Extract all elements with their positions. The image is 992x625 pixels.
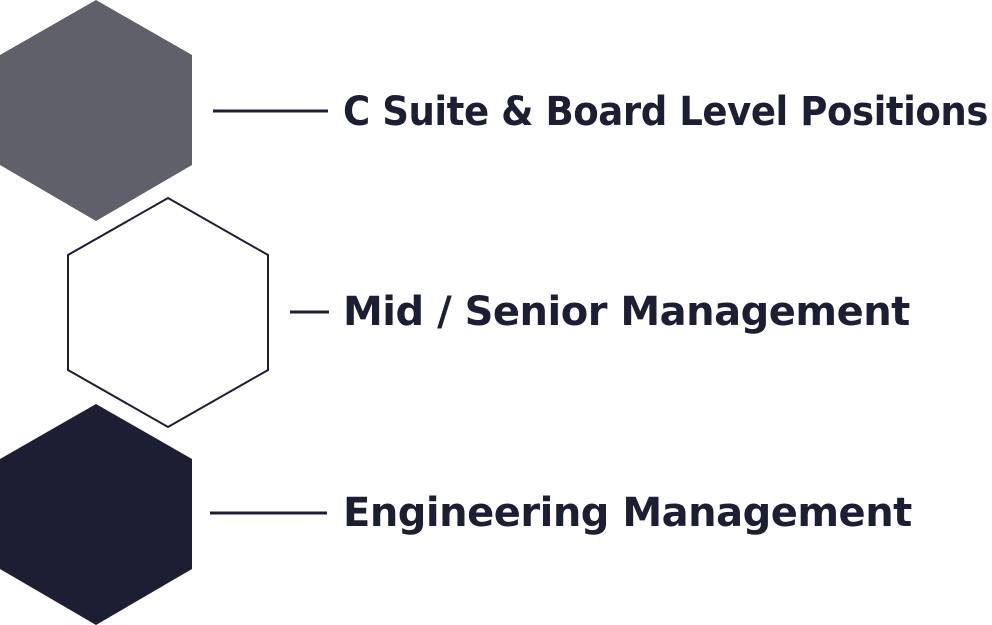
level-2-label: Mid / Senior Management: [343, 289, 910, 335]
level-3-label: Engineering Management: [343, 490, 912, 536]
hexagon-level-3: [0, 404, 192, 625]
hexagon-level-2: [67, 196, 269, 429]
level-1-label: C Suite & Board Level Positions: [343, 89, 988, 135]
hexagon-level-1: [0, 0, 192, 221]
